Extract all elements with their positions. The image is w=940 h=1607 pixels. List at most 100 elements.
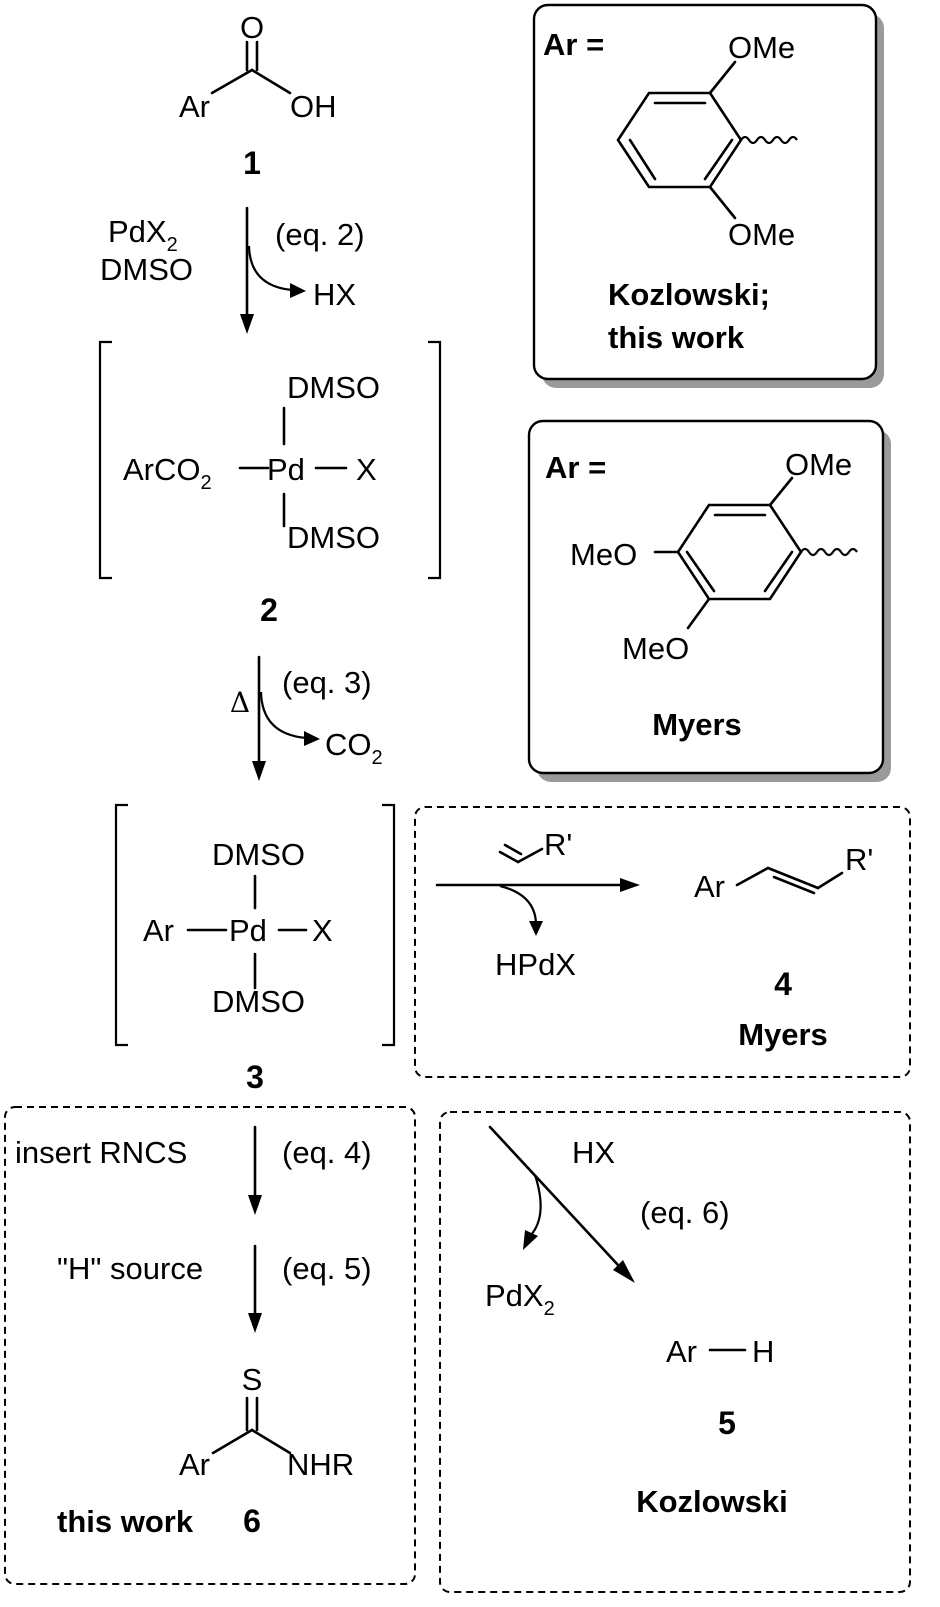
arco-text: ArCO: [123, 452, 201, 487]
compound-2: DMSO ArCO2 Pd X DMSO 2: [98, 340, 442, 628]
box-frame: [527, 419, 885, 775]
pdx-text: PdX: [485, 1278, 544, 1313]
attachment-wavy-bond: [740, 135, 798, 145]
bottom-ligand: DMSO: [287, 520, 380, 555]
reagent-dmso: DMSO: [100, 252, 193, 287]
eq-2-label: (eq. 2): [275, 217, 365, 252]
sulfur-label: S: [242, 1362, 263, 1397]
compound-number: 5: [718, 1405, 736, 1441]
pd-label: Pd: [267, 452, 305, 487]
eq-6-label: (eq. 6): [640, 1195, 730, 1230]
step-label-insert: insert RNCS: [15, 1135, 187, 1170]
author-label: Kozlowski: [636, 1484, 788, 1519]
caption-line-2: this work: [608, 320, 745, 355]
byproduct-curve: [530, 1174, 542, 1236]
ar-label: Ar: [143, 913, 174, 948]
product-ar-label: Ar: [694, 869, 725, 904]
arrowhead: [304, 731, 320, 746]
protonation-pathway-box: HX (eq. 6) PdX2 Ar H 5 Kozlowski: [439, 1111, 911, 1593]
dashed-box: [414, 806, 911, 1078]
bond: [768, 476, 794, 507]
oh-label: OH: [290, 89, 337, 124]
reagent-hx: HX: [572, 1135, 615, 1170]
compound-number: 6: [243, 1503, 261, 1539]
aromatic-bond: [628, 138, 657, 181]
eq-3-label: (eq. 3): [282, 665, 372, 700]
step-2: Δ (eq. 3) CO2: [230, 655, 383, 781]
eq-5-label: (eq. 5): [282, 1251, 372, 1286]
step-label-h-source: "H" source: [57, 1251, 203, 1286]
x-label: X: [312, 913, 333, 948]
meo-left: MeO: [570, 537, 637, 572]
bond: [708, 60, 737, 95]
byproduct-hpdx: HPdX: [495, 947, 576, 982]
h-label: H: [752, 1334, 774, 1369]
step-1: PdX2 DMSO (eq. 2) HX: [100, 206, 365, 334]
alkene-bond: [516, 847, 544, 864]
ome-bottom: OMe: [728, 217, 795, 252]
reagent-pdx-text: PdX: [108, 214, 167, 249]
compound-3: DMSO Ar Pd X DMSO 3: [114, 803, 396, 1095]
ar-label: Ar: [179, 1447, 210, 1482]
subscript: 2: [544, 1298, 555, 1320]
right-bracket: [382, 803, 396, 1047]
byproduct-curve: [247, 245, 293, 292]
co-text: CO: [325, 727, 372, 762]
arrowhead: [248, 1313, 262, 1333]
right-bracket: [428, 340, 442, 580]
ar-heading: Ar =: [545, 450, 606, 485]
arrowhead: [523, 1230, 538, 1250]
heat-symbol: Δ: [230, 686, 250, 719]
aromatic-bond: [763, 550, 794, 593]
nhr-label: NHR: [287, 1447, 354, 1482]
arrowhead: [529, 921, 543, 936]
compound-number: 4: [774, 966, 792, 1002]
ar-definition-box-2: Ar = OMe MeO MeO Myers: [527, 419, 891, 782]
subscript: 2: [167, 234, 178, 256]
double-bond: [766, 866, 820, 890]
byproduct-pdx2: PdX2: [485, 1278, 555, 1320]
alkene-bond: [498, 850, 520, 864]
compound-number: 2: [260, 592, 278, 628]
arrowhead: [248, 1195, 262, 1215]
alkene-r-label: R': [544, 827, 572, 862]
compound-1: O Ar OH 1: [179, 10, 337, 181]
author-label: Myers: [738, 1017, 828, 1052]
box-frame: [532, 3, 878, 381]
ome-top: OMe: [785, 447, 852, 482]
arrowhead: [290, 283, 306, 298]
compound-number: 3: [246, 1059, 264, 1095]
pd-label: Pd: [229, 913, 267, 948]
caption: this work: [57, 1504, 194, 1539]
top-ligand: DMSO: [287, 370, 380, 405]
product-r-label: R': [845, 842, 873, 877]
bond: [708, 185, 737, 220]
byproduct-hx: HX: [313, 277, 356, 312]
bottom-ligand: DMSO: [212, 984, 305, 1019]
x-label: X: [356, 452, 377, 487]
aromatic-bond: [703, 138, 734, 181]
subscript: 2: [372, 747, 383, 769]
bond: [210, 68, 254, 95]
ar-heading: Ar =: [543, 27, 604, 62]
byproduct-curve: [499, 884, 538, 926]
bond: [816, 871, 844, 890]
arrowhead: [620, 878, 640, 892]
meo-bottom: MeO: [622, 631, 689, 666]
eq-4-label: (eq. 4): [282, 1135, 372, 1170]
bond: [735, 866, 770, 887]
arco2-label: ArCO2: [123, 452, 212, 494]
alkene-double-bond: [503, 843, 523, 856]
left-bracket: [98, 340, 112, 580]
compound-number: 1: [243, 145, 261, 181]
reaction-arrow: [488, 1125, 620, 1267]
subscript: 2: [201, 472, 212, 494]
byproduct-curve: [259, 691, 307, 740]
ar-label: Ar: [179, 89, 210, 124]
ar-definition-box-1: Ar = OMe OMe Kozlowski; this work: [532, 3, 884, 388]
thioamide-pathway-box: insert RNCS (eq. 4) "H" source (eq. 5) S…: [4, 1106, 416, 1585]
dashed-box: [4, 1106, 416, 1585]
oxygen-label: O: [240, 10, 264, 45]
